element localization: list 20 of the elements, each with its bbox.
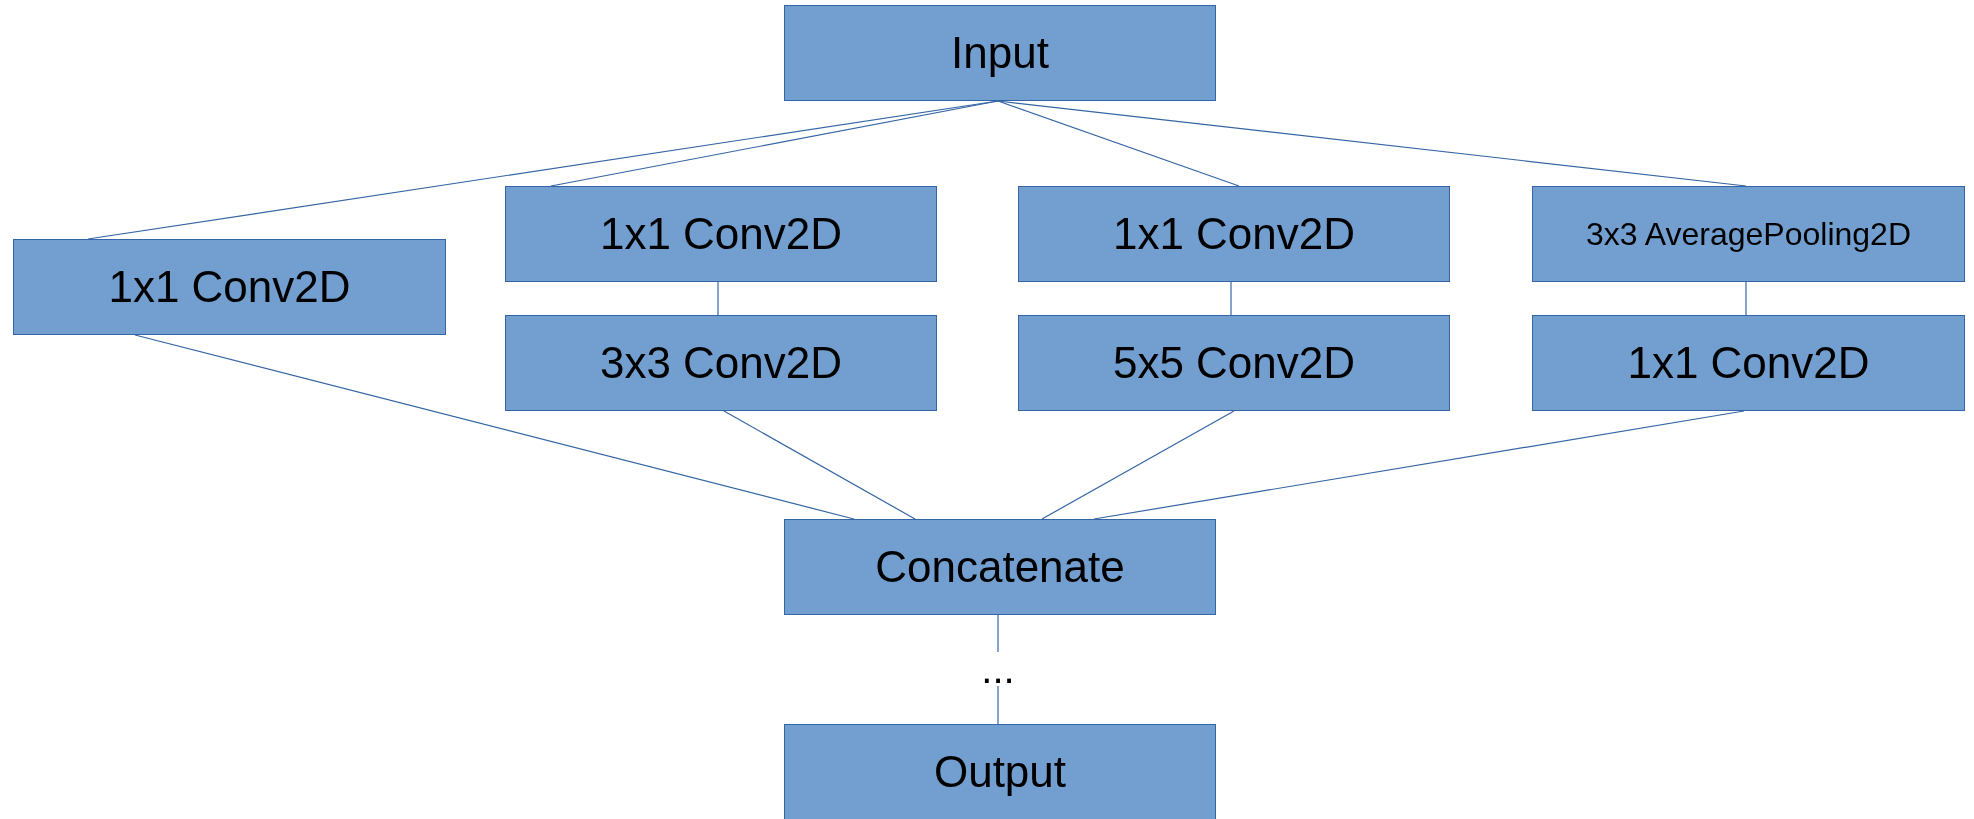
connector-line	[723, 410, 916, 520]
connector-line	[997, 685, 999, 725]
connector-line	[134, 334, 855, 520]
layer-box: 3x3 AveragePooling2D	[1532, 186, 1965, 282]
layer-box: Input	[784, 5, 1216, 101]
layer-box: 1x1 Conv2D	[505, 186, 937, 282]
layer-box: Concatenate	[784, 519, 1216, 615]
connector-line	[1745, 281, 1747, 316]
connector-line	[717, 281, 719, 316]
layer-box: 1x1 Conv2D	[13, 239, 446, 335]
layer-box: 5x5 Conv2D	[1018, 315, 1450, 411]
connector-line	[1041, 410, 1235, 520]
ellipsis-text: ...	[970, 648, 1026, 690]
connector-line	[997, 614, 999, 653]
layer-box: 1x1 Conv2D	[1532, 315, 1965, 411]
connector-line	[997, 100, 1240, 187]
layer-box: Output	[784, 724, 1216, 819]
layer-box: 1x1 Conv2D	[1018, 186, 1450, 282]
connector-line	[1230, 281, 1232, 316]
layer-box: 3x3 Conv2D	[505, 315, 937, 411]
